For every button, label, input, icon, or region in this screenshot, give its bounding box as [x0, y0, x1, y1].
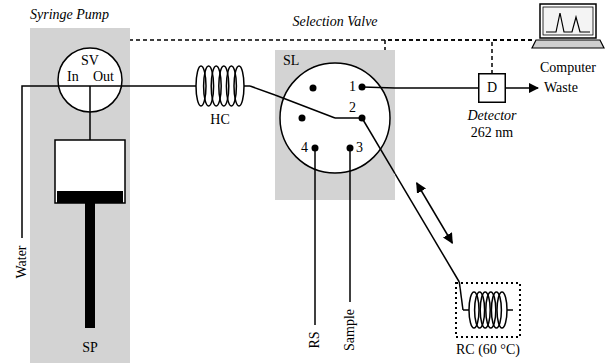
valve-label: SV [81, 53, 99, 69]
syringe-plunger [57, 191, 123, 203]
port-dot [310, 85, 317, 92]
wire [275, 95, 335, 118]
coil-lead [459, 282, 463, 310]
wire [30, 85, 57, 87]
panel-ground [30, 28, 130, 363]
detector-caption: Detector [468, 108, 517, 124]
syringe-barrel [55, 140, 125, 203]
wire [89, 86, 91, 113]
laptop-base [532, 40, 604, 48]
panel-title: Syringe Pump [30, 7, 109, 23]
port-dot [299, 115, 306, 122]
laptop-display [543, 7, 593, 35]
wire [362, 87, 395, 88]
selection-valve-panel-art [275, 50, 395, 200]
valve-label: SL [283, 53, 299, 69]
signal-peaks [546, 13, 590, 32]
syringe-rod [85, 203, 95, 328]
port-number: 1 [349, 79, 356, 95]
heater-outline [456, 283, 520, 337]
wire [314, 148, 316, 200]
wire [89, 113, 91, 140]
reaction-coil-box-art [455, 282, 521, 338]
port-label: In [67, 69, 79, 85]
coil-lead [507, 309, 513, 311]
valve-circle [58, 48, 122, 112]
reaction-coil-box: RC (60 °C) [455, 282, 521, 338]
port-number: 3 [356, 140, 363, 156]
flow-tube [395, 87, 478, 89]
waste-arrow [506, 87, 538, 89]
wire [362, 118, 395, 174]
coil-lead [244, 85, 250, 87]
flow-tube [123, 85, 190, 87]
control-line [385, 40, 532, 50]
outlet-label: Waste [544, 80, 578, 96]
flow-tube [250, 86, 275, 95]
port-dot [347, 145, 354, 152]
wire [123, 85, 130, 87]
wire [349, 148, 351, 200]
syringe-pump-panel: Syringe PumpSPSVInOut [30, 28, 130, 363]
part-label: SP [82, 340, 98, 356]
wavelength-label: 262 nm [471, 125, 513, 141]
coil-label: HC [210, 112, 229, 128]
flow-tube [395, 174, 459, 282]
panel-ground [275, 50, 395, 200]
computer-icon: Computer [532, 2, 604, 78]
flow-reversal-arrow [417, 183, 453, 243]
port-dot [359, 115, 366, 122]
coil-lead [463, 309, 469, 311]
sample-line [349, 200, 351, 302]
coil-label: RC (60 °C) [456, 342, 520, 358]
port-dot [312, 145, 319, 152]
computer-label: Computer [540, 60, 596, 76]
port-number: 2 [349, 100, 356, 116]
inlet-label: Water [14, 245, 30, 278]
valve-circle [280, 63, 390, 173]
port-label: Out [93, 69, 114, 85]
detector-outline [479, 74, 506, 103]
port-dot [359, 84, 366, 91]
coil-winding [497, 292, 507, 328]
switching-valve: SVIn Out [57, 47, 123, 113]
holding-coil: HC [190, 62, 250, 132]
control-line [130, 39, 532, 41]
coil-lead [190, 85, 196, 87]
detector-box: DDetector262 nm [478, 73, 506, 103]
port-number: 4 [301, 140, 308, 156]
reagent-label: RS [307, 331, 323, 348]
control-line [492, 40, 532, 73]
detector-label: D [487, 80, 497, 96]
coil-winding [234, 66, 244, 106]
water-line [22, 86, 30, 238]
selection-valve-panel: Selection ValveSL [275, 50, 395, 200]
reagent-line [314, 200, 316, 325]
sample-label: Sample [342, 309, 358, 351]
laptop-screen [540, 4, 596, 38]
panel-title: Selection Valve [292, 14, 377, 30]
wire [335, 117, 362, 119]
